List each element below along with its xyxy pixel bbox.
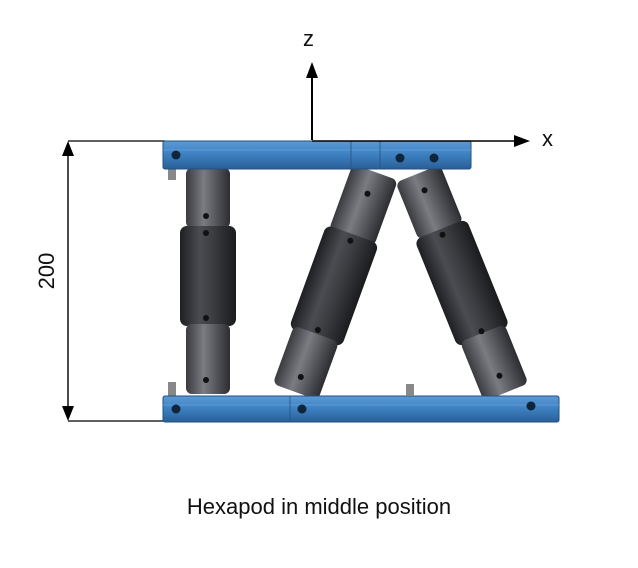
x-axis-label: x [542,126,553,151]
x-axis-arrow [312,135,530,147]
z-axis-arrow [306,62,318,140]
actuator-right [397,166,527,400]
z-axis-label: z [303,26,314,51]
actuator-middle [274,165,397,399]
diagram-caption: Hexapod in middle position [186,494,452,519]
top-platform [162,140,472,170]
actuator-left [168,166,236,396]
height-dimension-label: 200 [34,252,59,290]
bottom-platform [162,384,560,423]
